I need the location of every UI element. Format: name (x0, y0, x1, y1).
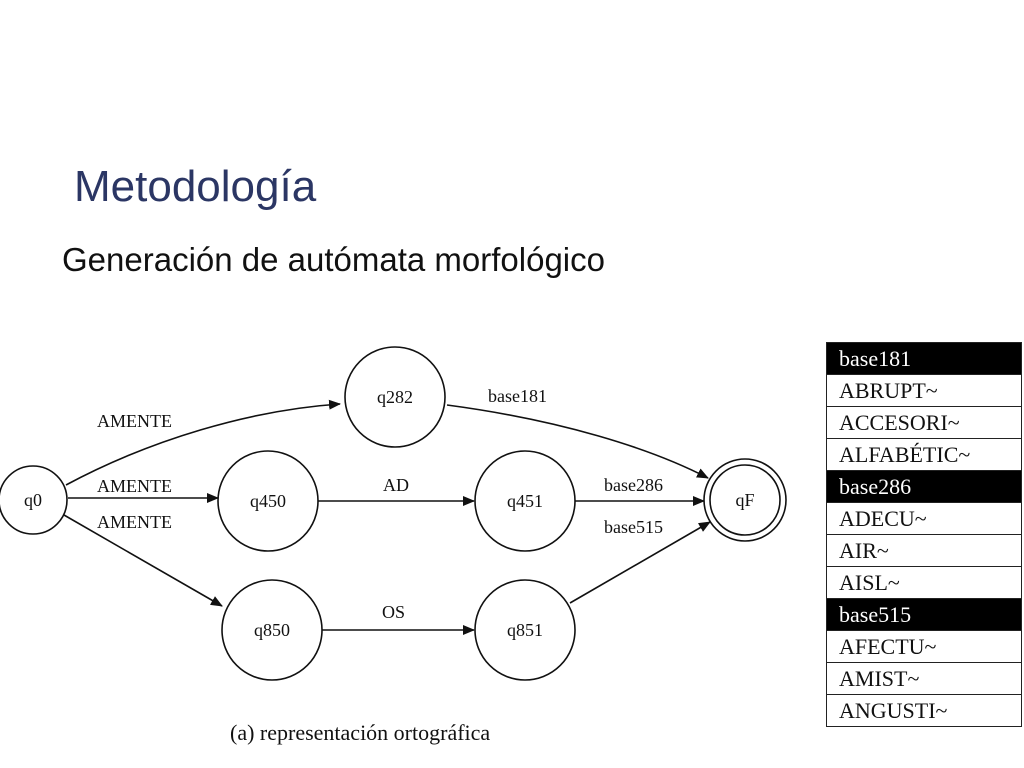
state-q0: q0 (0, 465, 68, 535)
edge-label-q0-q282: AMENTE (97, 411, 172, 431)
slide-subtitle: Generación de autómata morfológico (62, 241, 605, 278)
edge-label-q450-q451: AD (383, 475, 409, 495)
state-q451: q451 (474, 450, 576, 552)
table-row: AMIST~ (826, 662, 1022, 695)
state-label: q0 (24, 490, 42, 510)
base-table: base181 ABRUPT~ ACCESORI~ ALFABÉTIC~ bas… (826, 342, 1022, 727)
table-cell: ACCESORI~ (826, 406, 1022, 439)
edge-label-q0-q450: AMENTE (97, 476, 172, 496)
table-row: ALFABÉTIC~ (826, 438, 1022, 471)
edge-label-q851-qF: base515 (604, 517, 663, 537)
table-row-header: base515 (826, 598, 1022, 631)
state-label: q451 (507, 491, 543, 511)
edge-label-q451-qF: base286 (604, 475, 663, 495)
state-q851: q851 (474, 579, 576, 681)
state-q450: q450 (217, 450, 319, 552)
table-row: AIR~ (826, 534, 1022, 567)
table-row: ADECU~ (826, 502, 1022, 535)
state-q850: q850 (221, 579, 323, 681)
table-row: ANGUSTI~ (826, 694, 1022, 727)
table-cell: ABRUPT~ (826, 374, 1022, 407)
state-label: q850 (254, 620, 290, 640)
table-row-header: base181 (826, 342, 1022, 375)
table-row: AISL~ (826, 566, 1022, 599)
edge-q0-q282 (65, 399, 341, 486)
table-cell: AMIST~ (826, 662, 1022, 695)
table-row-header: base286 (826, 470, 1022, 503)
state-label: q450 (250, 491, 286, 511)
table-cell: base515 (826, 598, 1022, 631)
edge-label-q282-qF: base181 (488, 386, 547, 406)
table-row: ABRUPT~ (826, 374, 1022, 407)
edge-q282-qF (446, 404, 709, 479)
state-label: q282 (377, 387, 413, 407)
table-cell: ADECU~ (826, 502, 1022, 535)
table-cell: base181 (826, 342, 1022, 375)
state-label: q851 (507, 620, 543, 640)
table-row: AFECTU~ (826, 630, 1022, 663)
slide-title: Metodología (74, 162, 317, 211)
state-label: qF (735, 490, 754, 510)
edge-label-q850-q851: OS (382, 602, 405, 622)
table-cell: base286 (826, 470, 1022, 503)
table-row: ACCESORI~ (826, 406, 1022, 439)
diagram-caption: (a) representación ortográfica (230, 720, 491, 745)
table-cell: AISL~ (826, 566, 1022, 599)
edge-q851-qF (569, 521, 711, 604)
table-cell: ANGUSTI~ (826, 694, 1022, 727)
state-qF-final: qF (703, 458, 787, 542)
automaton-diagram: AMENTE AMENTE AMENTE base181 AD base286 … (0, 346, 787, 681)
edge-q0-q850 (63, 514, 223, 607)
state-q282: q282 (344, 346, 446, 448)
table-cell: AFECTU~ (826, 630, 1022, 663)
table-cell: AIR~ (826, 534, 1022, 567)
table-cell: ALFABÉTIC~ (826, 438, 1022, 471)
edge-label-q0-q850: AMENTE (97, 512, 172, 532)
